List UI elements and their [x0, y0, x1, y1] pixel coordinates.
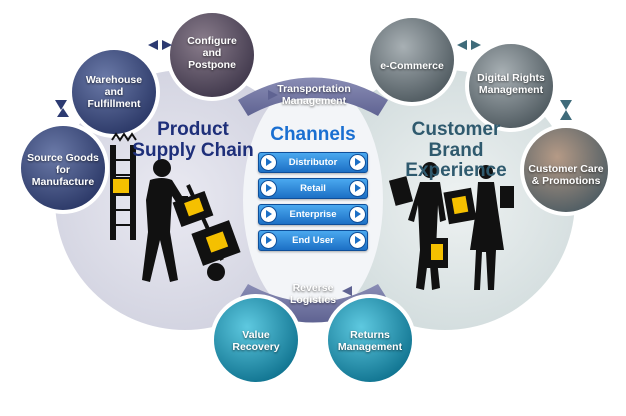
- node-returns-label: Returns Management: [337, 329, 403, 354]
- node-value-label: Value Recovery: [232, 329, 280, 354]
- arrow-right-icon: [162, 40, 172, 50]
- bottom-band-label: Reverse Logistics: [289, 282, 337, 307]
- arrow-right-icon: [471, 40, 481, 50]
- arrow-up-icon: [560, 110, 572, 120]
- right-title-line2: Brand Experience: [405, 139, 507, 182]
- play-icon: [260, 206, 277, 223]
- left-connectors: [55, 40, 172, 117]
- channel-end-user[interactable]: End User: [258, 230, 368, 251]
- play-icon: [260, 154, 277, 171]
- channel-enterprise[interactable]: Enterprise: [258, 204, 368, 225]
- arrow-left-icon: [148, 40, 158, 50]
- node-configure-label: Configure and Postpone: [187, 35, 237, 72]
- channel-retail[interactable]: Retail: [258, 178, 368, 199]
- node-care-label: Customer Care & Promotions: [528, 163, 604, 188]
- node-warehouse-label: Warehouse and Fulfillment: [85, 74, 143, 111]
- node-drm-circle: [465, 40, 557, 132]
- right-connectors: [457, 40, 572, 120]
- channel-distributor[interactable]: Distributor: [258, 152, 368, 173]
- node-ecommerce-circle: [366, 14, 458, 106]
- channel-label: Retail: [300, 183, 326, 194]
- left-title-line1: Product: [157, 119, 229, 140]
- play-icon: [349, 180, 366, 197]
- node-source-circle: [17, 122, 109, 214]
- play-icon: [349, 206, 366, 223]
- arrow-down-icon: [560, 100, 572, 110]
- play-icon: [349, 154, 366, 171]
- node-ecommerce-label: e-Commerce: [380, 60, 444, 72]
- node-drm-label: Digital Rights Management: [477, 72, 545, 97]
- top-band-arrow-icon: [268, 90, 278, 100]
- node-returns-circle: [324, 294, 416, 386]
- play-icon: [260, 180, 277, 197]
- play-icon: [349, 232, 366, 249]
- channel-label: End User: [292, 235, 334, 246]
- node-care-circle: [520, 124, 612, 216]
- arrow-up-icon: [57, 108, 69, 117]
- arrow-left-icon: [457, 40, 467, 50]
- left-section-title: Product Supply Chain: [128, 119, 258, 161]
- right-title-line1: Customer: [411, 119, 501, 140]
- node-source-label: Source Goods for Manufacture: [27, 152, 99, 189]
- channel-label: Enterprise: [289, 209, 337, 220]
- right-section-title: Customer Brand Experience: [376, 119, 536, 182]
- bottom-band-arrow-icon: [342, 286, 352, 296]
- worker-hand-truck-icon: [110, 132, 241, 282]
- node-configure-circle: [166, 9, 258, 101]
- channels-region: [243, 80, 383, 320]
- channels-title: Channels: [270, 124, 356, 145]
- channel-label: Distributor: [288, 157, 338, 168]
- left-title-line2: Supply Chain: [132, 139, 254, 161]
- top-band: [238, 77, 388, 116]
- play-icon: [260, 232, 277, 249]
- shoppers-with-bags-icon: [388, 162, 514, 290]
- node-value-circle: [210, 294, 302, 386]
- top-band-label: Transportation Management: [277, 83, 351, 108]
